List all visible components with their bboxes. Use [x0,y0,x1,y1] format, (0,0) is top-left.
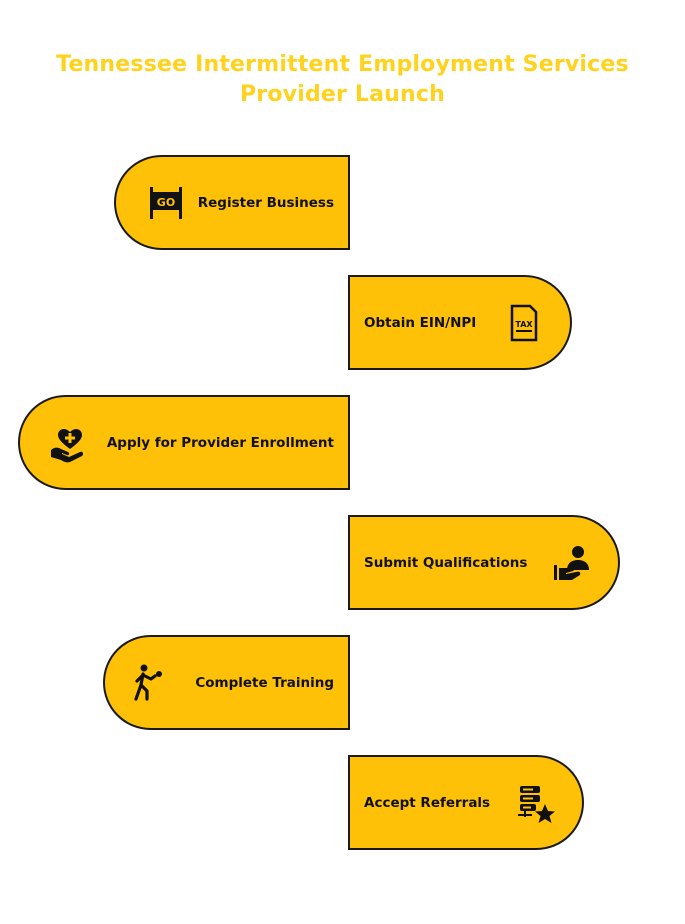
step-label: Apply for Provider Enrollment [106,434,334,451]
step-label: Obtain EIN/NPI [364,314,477,331]
server-star-icon [516,783,556,823]
hand-heart-icon [48,423,88,463]
step-obtain-ein-npi: Obtain EIN/NPI TAX [348,275,572,370]
step-label: Submit Qualifications [364,554,528,571]
diagram-title: Tennessee Intermittent Employment Servic… [0,50,685,110]
svg-text:GO: GO [157,196,175,209]
step-register-business: GO Register Business [114,155,350,250]
person-presenting-icon [552,543,592,583]
title-line-1: Tennessee Intermittent Employment Servic… [56,52,629,77]
step-label: Accept Referrals [364,794,491,811]
step-submit-qualifications: Submit Qualifications [348,515,620,610]
step-apply-provider-enrollment: Apply for Provider Enrollment [18,395,350,490]
tax-document-icon: TAX [504,303,544,343]
step-complete-training: Complete Training [103,635,350,730]
person-throwing-icon [129,663,169,703]
step-label: Complete Training [195,674,334,691]
go-sign-icon: GO [146,183,186,223]
step-accept-referrals: Accept Referrals [348,755,584,850]
title-line-2: Provider Launch [239,82,446,107]
tax-icon-text: TAX [515,320,533,329]
step-label: Register Business [197,194,334,211]
